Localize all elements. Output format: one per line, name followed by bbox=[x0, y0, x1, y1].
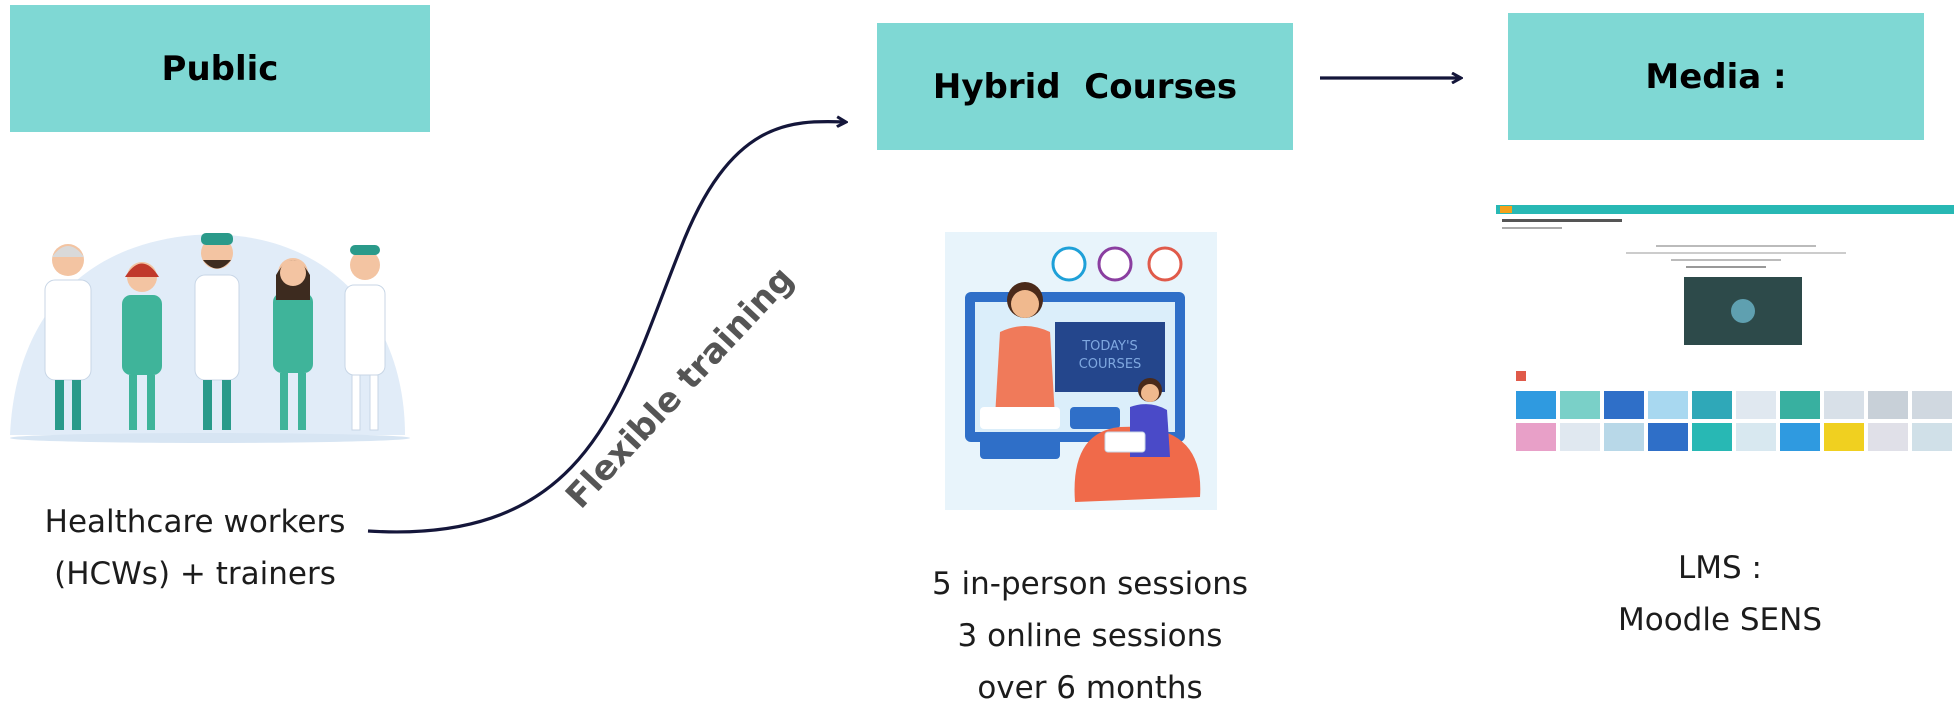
healthcare-workers-illustration bbox=[10, 233, 410, 443]
nurse-figure-icon bbox=[273, 258, 313, 430]
nurse-figure-icon bbox=[344, 245, 386, 431]
avatar-icon bbox=[1051, 246, 1087, 282]
lms-header-bar bbox=[1496, 205, 1954, 214]
moodle-logo-icon bbox=[1500, 206, 1512, 213]
course-icon bbox=[1516, 371, 1526, 381]
hybrid-courses-box: Hybrid Courses bbox=[877, 23, 1293, 150]
public-box-label: Public bbox=[161, 48, 279, 89]
media-caption: LMS : Moodle SENS bbox=[1570, 542, 1870, 646]
nurse-figure-icon bbox=[122, 262, 162, 430]
public-caption-line: (HCWs) + trainers bbox=[54, 556, 336, 592]
media-box-label: Media : bbox=[1645, 56, 1787, 97]
public-box: Public bbox=[10, 5, 430, 132]
media-box: Media : bbox=[1508, 13, 1924, 140]
public-caption-line: Healthcare workers bbox=[44, 504, 346, 540]
hybrid-caption-line: over 6 months bbox=[977, 670, 1203, 706]
hybrid-caption-line: 5 in-person sessions bbox=[931, 566, 1249, 602]
flexible-training-label: Flexible training bbox=[558, 259, 802, 517]
surgeon-figure-icon bbox=[194, 233, 240, 430]
media-caption-line: LMS : bbox=[1678, 550, 1762, 586]
doctor-figure-icon bbox=[44, 244, 92, 430]
laptop-icon bbox=[1104, 431, 1146, 453]
teacher-figure-icon bbox=[995, 326, 1055, 417]
lms-screenshot-thumbnail bbox=[1496, 205, 1954, 463]
public-caption: Healthcare workers (HCWs) + trainers bbox=[20, 496, 370, 600]
avatar-icon bbox=[1097, 246, 1133, 282]
hybrid-courses-box-label: Hybrid Courses bbox=[932, 66, 1238, 107]
course-card-grid bbox=[1516, 391, 1952, 451]
media-caption-line: Moodle SENS bbox=[1617, 602, 1823, 638]
hybrid-caption: 5 in-person sessions 3 online sessions o… bbox=[870, 558, 1310, 714]
online-course-illustration: TODAY'S COURSES bbox=[945, 232, 1217, 510]
hybrid-caption-line: 3 online sessions bbox=[957, 618, 1223, 654]
board-line-1: TODAY'S bbox=[1081, 339, 1138, 354]
board-line-2: COURSES bbox=[1079, 357, 1142, 372]
avatar-icon bbox=[1147, 246, 1183, 282]
